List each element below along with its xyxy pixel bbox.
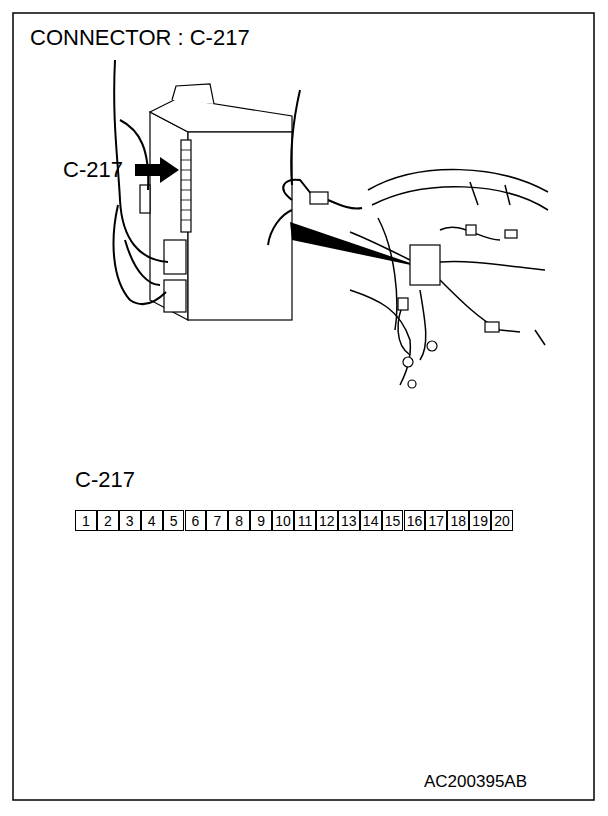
pin-cell: 19 xyxy=(469,510,491,531)
dashboard-connectors xyxy=(398,225,517,388)
pin-cell: 3 xyxy=(119,510,141,531)
pin-cell: 17 xyxy=(425,510,447,531)
connector-label: C-217 xyxy=(75,468,135,492)
pin-number: 7 xyxy=(213,514,221,528)
pin-cell: 9 xyxy=(250,510,272,531)
pin-number: 19 xyxy=(472,514,488,528)
location-pointer xyxy=(290,222,425,268)
pin-number: 13 xyxy=(341,514,357,528)
pin-cell: 15 xyxy=(382,510,404,531)
pin-number: 8 xyxy=(235,514,243,528)
callout-label: C-217 xyxy=(63,158,123,182)
dashboard-view xyxy=(350,170,548,385)
pin-cell: 7 xyxy=(206,510,228,531)
pin-number: 2 xyxy=(104,514,112,528)
pin-number: 3 xyxy=(126,514,134,528)
pin-number: 9 xyxy=(257,514,265,528)
pin-cell: 12 xyxy=(316,510,338,531)
pin-cell: 11 xyxy=(294,510,316,531)
pin-number: 4 xyxy=(148,514,156,528)
pin-number: 20 xyxy=(494,514,510,528)
harness-wires xyxy=(114,60,362,304)
pin-cell: 13 xyxy=(338,510,360,531)
pin-cell: 14 xyxy=(360,510,382,531)
callout-arrow xyxy=(135,157,179,183)
pin-cell: 1 xyxy=(75,510,97,531)
connector-symbol xyxy=(310,192,328,204)
pin-number: 12 xyxy=(319,514,335,528)
pin-cell: 2 xyxy=(97,510,119,531)
pin-number: 18 xyxy=(450,514,466,528)
figure-code: AC200395AB xyxy=(424,773,527,792)
junction-block xyxy=(140,84,292,320)
pin-cell: 8 xyxy=(228,510,250,531)
pin-number: 6 xyxy=(192,514,200,528)
pin-number: 10 xyxy=(275,514,291,528)
pin-cell: 4 xyxy=(141,510,163,531)
pin-cell: 10 xyxy=(272,510,294,531)
pin-cell: 6 xyxy=(185,510,207,531)
pin-number: 11 xyxy=(298,514,313,528)
pin-number: 17 xyxy=(429,514,445,528)
pin-number: 14 xyxy=(363,514,379,528)
pin-number: 15 xyxy=(385,514,401,528)
pin-number: 1 xyxy=(82,514,90,528)
pin-cell: 18 xyxy=(447,510,469,531)
pin-number: 16 xyxy=(407,514,423,528)
pin-cell: 16 xyxy=(404,510,426,531)
pin-number: 5 xyxy=(170,514,178,528)
frame xyxy=(13,13,594,800)
title: CONNECTOR : C-217 xyxy=(30,26,250,50)
pin-cell: 5 xyxy=(163,510,185,531)
pin-cell: 20 xyxy=(491,510,513,531)
